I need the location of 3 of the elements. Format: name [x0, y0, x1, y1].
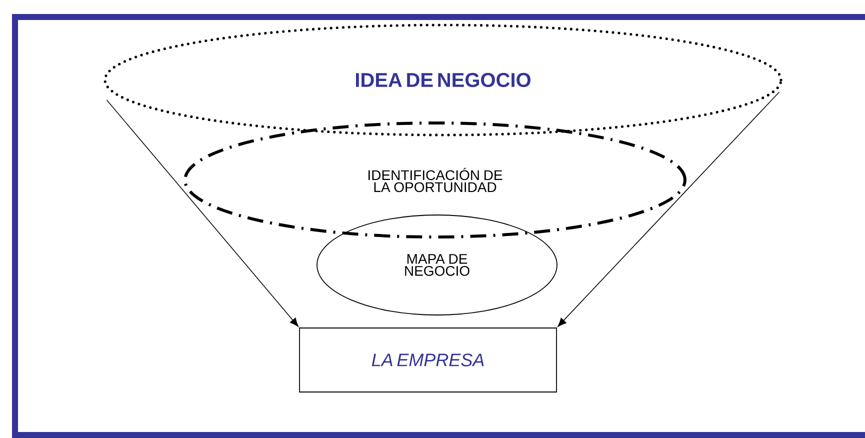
arrow — [106, 100, 298, 327]
process-box: LA EMPRESA — [299, 328, 557, 392]
arrow — [558, 92, 780, 327]
